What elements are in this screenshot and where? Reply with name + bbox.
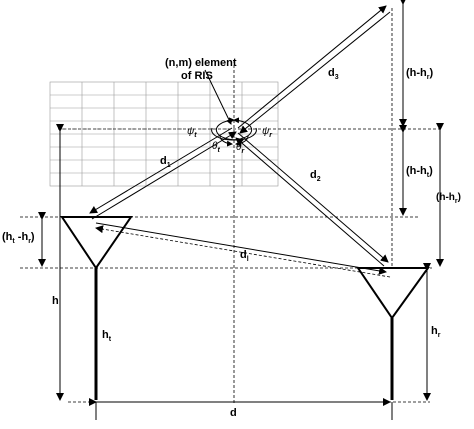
- theta-t-label: θt: [212, 141, 220, 154]
- psi-r-label: ψr: [262, 126, 273, 139]
- ris-element-label-line2: of RIS: [181, 70, 213, 82]
- angle-arcs: [204, 69, 257, 147]
- hr-label: hr: [431, 325, 441, 339]
- psi-t-label: ψt: [187, 126, 197, 139]
- ht-minus-hr-label: (ht -hr): [2, 231, 35, 245]
- d1-label: d1: [160, 155, 171, 169]
- labels: (n,m) element of RIS ψt θt θr ψr d1 d2 d…: [2, 57, 461, 419]
- d2-label: d2: [310, 169, 321, 183]
- h-label: h: [52, 295, 59, 307]
- h-minus-hr-right-label: (h-hr): [436, 192, 461, 205]
- theta-r-label: θr: [236, 142, 245, 155]
- transmitter-antenna: [60, 216, 133, 400]
- d3-label: d3: [328, 67, 339, 81]
- dimension-arrows: [38, 0, 444, 420]
- ht-label: ht: [102, 329, 112, 343]
- d-label: d: [230, 407, 237, 419]
- d-direct-label: dl: [240, 249, 249, 263]
- h-minus-ht-label: (h-ht): [406, 165, 433, 179]
- ris-element-label-line1: (n,m) element: [165, 57, 237, 69]
- h-minus-hr-top-label: (h-hr): [406, 67, 434, 81]
- signal-paths: [89, 5, 391, 278]
- ris-grid: [49, 81, 279, 187]
- receiver-antenna: [356, 267, 430, 400]
